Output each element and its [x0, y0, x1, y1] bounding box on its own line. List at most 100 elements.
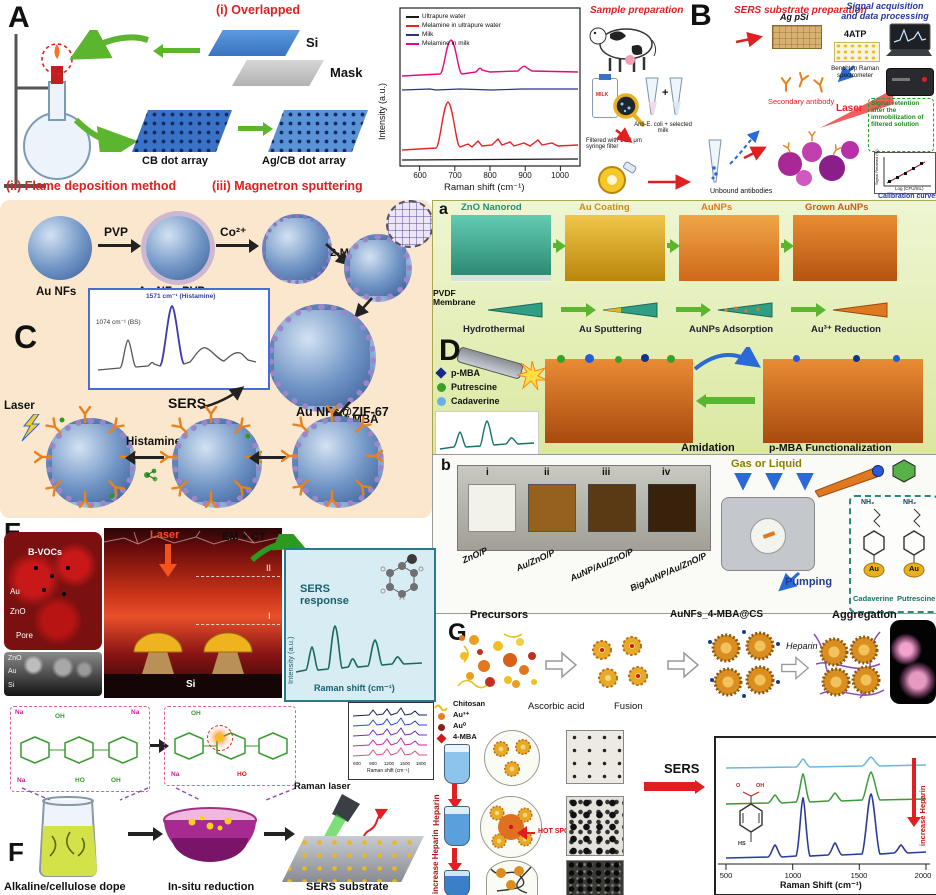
step-sputtering: Au Sputtering — [579, 324, 642, 335]
blue-curved-arrow — [693, 347, 761, 371]
roman-i: I — [268, 611, 271, 621]
si-label-e: Si — [186, 679, 196, 690]
panel-b: B Sample preparation SERS substrate prep… — [586, 0, 936, 202]
amine-structures-box: NH₂ NH₂ Au Au Cadaverine Putrescine — [849, 495, 936, 613]
chem-na: Na — [131, 709, 140, 716]
blue-down-arrows — [734, 473, 814, 491]
functionalized-sphere — [292, 416, 384, 508]
grown-forest — [793, 215, 897, 281]
panel-g: G Precursors Chitosan Au³⁺ Au⁰ 4-MBA Asc… — [431, 609, 936, 895]
unbound-label: Unbound antibodies — [710, 188, 773, 195]
green-curved-arrow-down — [73, 117, 138, 152]
antibody-ring — [34, 406, 136, 508]
antibody-ring — [160, 406, 262, 508]
red-down-arrow — [452, 784, 457, 800]
cb-array-label: CB dot array — [142, 155, 209, 167]
milk-label: MILK — [596, 92, 609, 98]
nh2-label: NH₂ — [903, 499, 917, 506]
block-arrow — [545, 651, 578, 679]
legend-chitosan: Chitosan — [453, 699, 486, 708]
au-label: Au — [909, 564, 919, 573]
hexagon-molecule-icon — [892, 459, 916, 483]
cone-zno — [488, 302, 543, 318]
histamine-label: Histamine — [126, 436, 181, 448]
mol-oh-label: OH — [756, 783, 765, 789]
rod-label-zno: ZnO Nanorod — [461, 202, 522, 213]
em-ct-green-arrow — [250, 534, 306, 563]
green-arrow — [791, 307, 817, 312]
putrescine-name: Putrescine — [897, 594, 936, 603]
rod-label-grown: Grown AuNPs — [805, 202, 869, 213]
sers-label-g: SERS — [664, 761, 700, 776]
green-arrow — [667, 243, 671, 248]
sers-substrate-cluster — [778, 131, 859, 186]
flame-method-label: (ii) Flame deposition method — [6, 179, 177, 193]
panel-e: E B-VOCs Au ZnO Pore ZnO Au Si Laser EM … — [0, 518, 436, 702]
porous-au-zno-box: B-VOCs Au ZnO Pore — [4, 532, 102, 650]
step-reduction: Au³⁺ Reduction — [811, 324, 881, 335]
panel-a: A (i) Overlapped Si Mask CB dot array Ag… — [0, 0, 372, 200]
red-arrow — [743, 146, 767, 161]
g-tick: 1000 — [784, 871, 802, 880]
calibration-ylabel: Signal Retained (%) — [874, 149, 879, 185]
panel-f-label: F — [8, 837, 24, 867]
step-hydrothermal: Hydrothermal — [463, 324, 525, 335]
x-tick: 800 — [483, 171, 497, 180]
legend-4mba: 4-MBA — [453, 732, 477, 741]
laser-down-arrow — [159, 544, 177, 577]
pvp-label: PVP — [104, 225, 129, 239]
section-signal: Signal acquisition and data processing — [841, 1, 929, 21]
amidation-label: Amidation — [681, 442, 735, 454]
gold-mushrooms — [133, 632, 253, 674]
fusion-cluster — [592, 636, 648, 688]
blue-arrow — [837, 65, 855, 83]
legend-label: Milk — [422, 31, 434, 38]
cow-icon — [589, 27, 657, 72]
antibody-ring — [281, 405, 383, 507]
zif-coated-sphere — [344, 234, 412, 302]
sample-ii — [528, 484, 576, 532]
arrow-down-to-zif — [354, 297, 373, 319]
plus-sign: + — [662, 87, 669, 99]
peak-histamine-label: 1571 cm⁻¹ (Histamine) — [146, 293, 216, 300]
amide-structure — [863, 508, 885, 578]
spectrometer-label: Benchtop Raman spectrometer — [831, 65, 879, 79]
functionalized-sphere — [172, 418, 262, 508]
f-tick: 900 — [369, 761, 377, 766]
panel-b-label: B — [690, 0, 712, 32]
chem-na: Na — [15, 709, 24, 716]
laser-label-c: Laser — [4, 400, 35, 412]
sample-id-ii: ii — [544, 467, 550, 478]
heparin-spectrum-box: O OH HS increase Heparin 500 1000 1500 2… — [714, 736, 936, 895]
f-tick: 1200 — [383, 761, 395, 766]
pumping-arrow — [778, 571, 800, 592]
chem-oh: OH — [111, 777, 121, 784]
sers-label: SERS — [168, 395, 207, 411]
toluene-molecule-icon — [380, 554, 424, 600]
pvdf-membrane-strip — [451, 275, 551, 282]
step-overlapped-label: (i) Overlapped — [216, 3, 301, 17]
mask-wafer — [232, 60, 324, 86]
sputtering-label: (iii) Magnetron sputtering — [212, 179, 363, 193]
arrow-pvp — [98, 244, 132, 247]
green-arrow — [561, 307, 587, 312]
f-xlabel: Raman shift (cm⁻¹) — [367, 768, 410, 774]
4mba-structure — [739, 791, 763, 842]
legend-label: Ultrapure water — [422, 13, 466, 20]
cone-aunp — [718, 302, 773, 318]
aggregation-label: Aggregation — [832, 609, 897, 621]
green-curved-arrow-up — [69, 30, 149, 60]
flow-cell — [721, 497, 815, 571]
chem-ho: HO — [237, 771, 247, 778]
agpsi-substrate — [772, 25, 822, 49]
g-legend: Chitosan Au³⁺ Au⁰ 4-MBA — [434, 699, 504, 752]
f-tick: 1500 — [399, 761, 411, 766]
si-label: Si — [306, 35, 319, 50]
spectrometer-box — [886, 68, 934, 96]
pvdf-label: PVDF Membrane — [433, 288, 476, 308]
rod-label-aucoat: Au Coating — [579, 202, 630, 213]
red-arrow — [735, 31, 764, 48]
histamine-spectrum-inset: 1571 cm⁻¹ (Histamine) 1074 cm⁻¹ (BS) — [88, 288, 270, 390]
sample-photo-strip: i ii iii iv — [457, 465, 711, 551]
agpsi-label: Ag pSi — [780, 12, 809, 22]
